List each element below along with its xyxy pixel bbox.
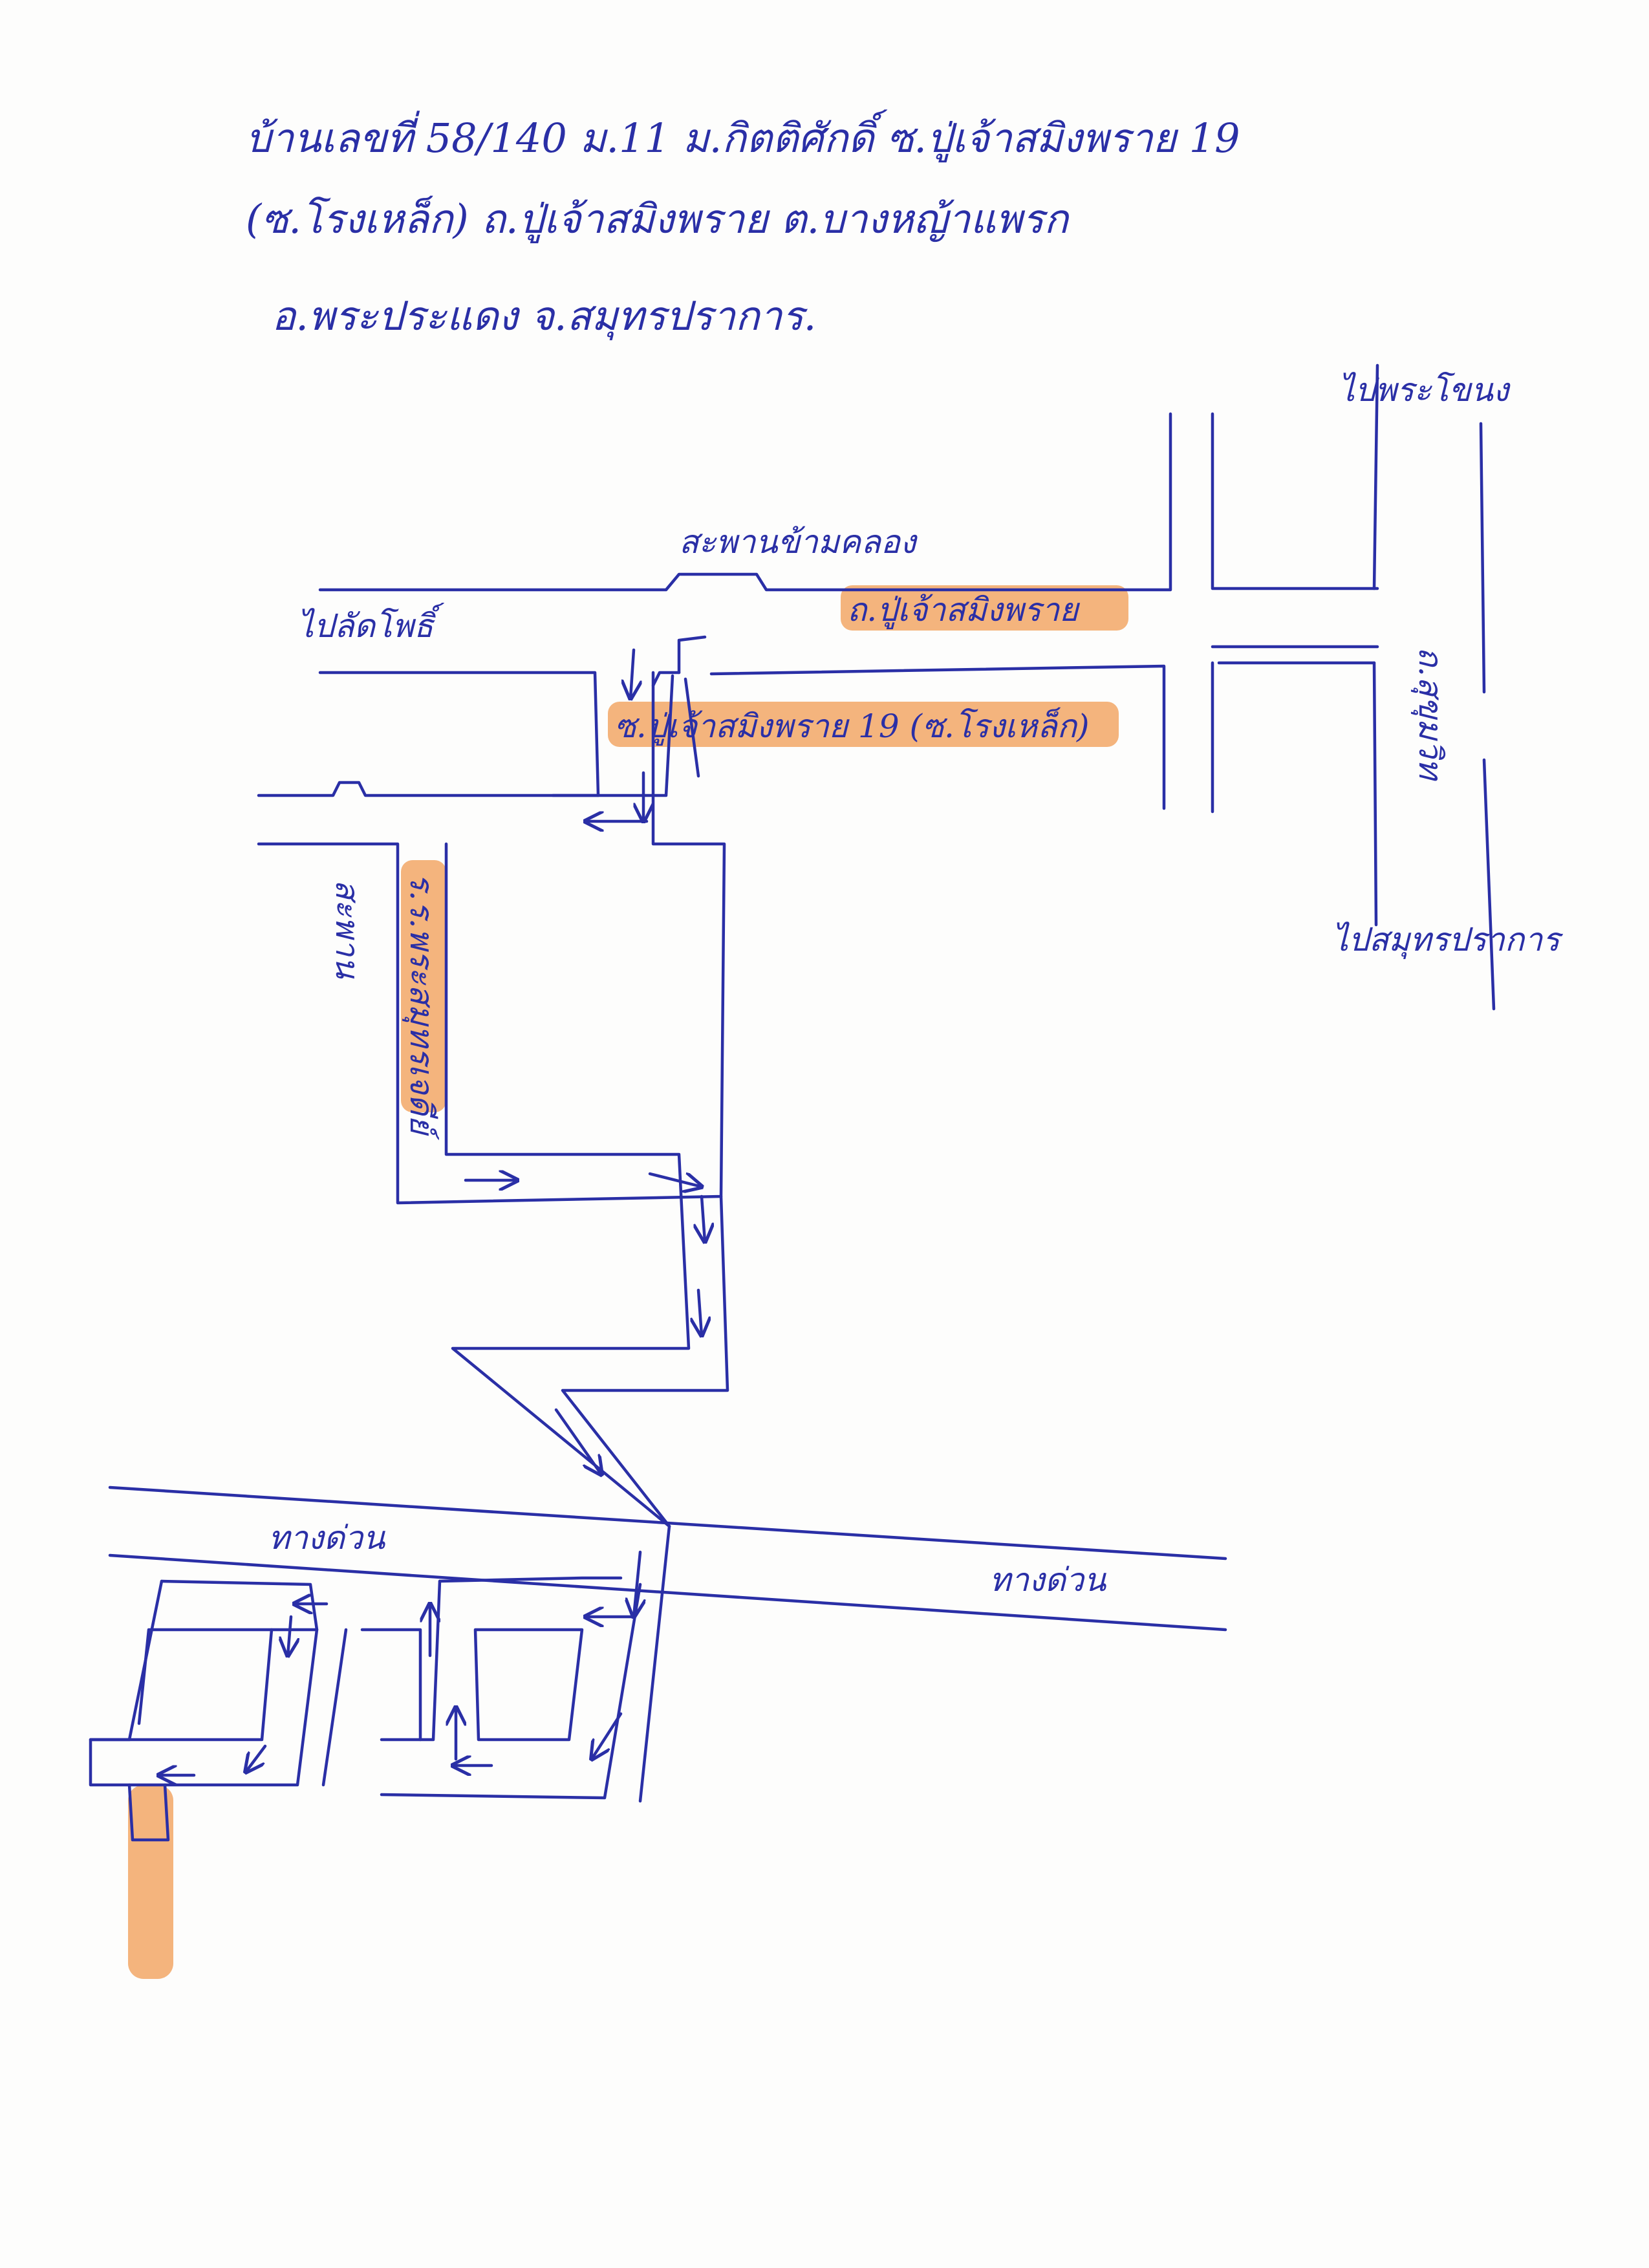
highlight-soi-19	[608, 702, 1119, 747]
address-line-2: (ซ.โรงเหล็ก) ถ.ปู่เจ้าสมิงพราย ต.บางหญ้า…	[246, 195, 1070, 244]
destination-blocks	[89, 1576, 642, 1842]
address-line-1: บ้านเลขที่ 58/140 ม.11 ม.กิตติศักดิ์ ซ.ป…	[246, 109, 1240, 163]
label-sukhumvit: ถ.สุขุมวิท	[1410, 647, 1449, 782]
highlight-destination-house	[128, 1785, 173, 1979]
label-phra-samut-chedi: ร.ร.พระสมุทรเจดีย์	[402, 873, 440, 1141]
highlight-marks	[128, 585, 1128, 1979]
label-bridge-over-canal: สะพานข้ามคลอง	[679, 523, 918, 561]
sukhumvit-road	[1211, 363, 1496, 1011]
highlight-school-road	[401, 860, 446, 1112]
label-puchao-road: ถ.ปู่เจ้าสมิงพราย	[847, 591, 1081, 630]
label-railway-left: ทางด่วน	[268, 1519, 386, 1557]
highlight-puchao-road	[841, 585, 1128, 631]
route-arrows	[158, 648, 705, 1775]
label-soi-19: ซ.ปู่เจ้าสมิงพราย 19 (ซ.โรงเหล็ก)	[614, 707, 1089, 746]
address-line-3: อ.พระประแดง จ.สมุทรปราการ.	[272, 292, 816, 341]
soi-19-route	[257, 671, 729, 1803]
label-to-lat-pho: ไปลัดโพธิ์	[297, 603, 444, 645]
label-bridge: สะพาน	[329, 880, 366, 979]
label-railway-right: ทางด่วน	[989, 1561, 1107, 1599]
label-to-phrakhanong: ไปพระโขนง	[1339, 371, 1511, 409]
railway-lines	[108, 1485, 1227, 1632]
label-to-samutprakan: ไปสมุทรปราการ	[1332, 921, 1563, 960]
